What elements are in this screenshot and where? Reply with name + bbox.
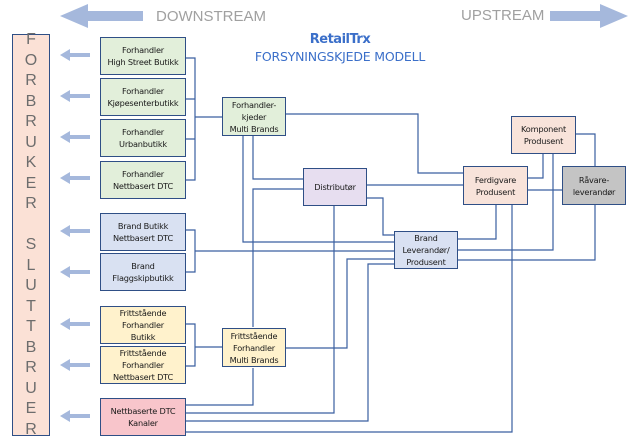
arrow-to-consumer: [60, 225, 90, 237]
node-brand-butikk-nettbasert[interactable]: Brand Butikk Nettbasert DTC: [100, 213, 186, 251]
link-brand-ravare: [457, 205, 596, 261]
link-frittstaende-bracket: [186, 323, 222, 367]
node-brand-leverandor-produsent[interactable]: Brand Leverandør/ Produsent: [394, 231, 458, 269]
node-forhandler-kjopesenter[interactable]: Forhandler Kjøpesenterbutikk: [100, 78, 186, 116]
link-ferdigvare-dtc: [186, 205, 513, 433]
node-forhandler-urban[interactable]: Forhandler Urbanbutikk: [100, 119, 186, 157]
diagram-title: FORSYNINGSKJEDE MODELL: [254, 49, 426, 64]
arrow-to-consumer: [60, 266, 90, 278]
link-kjeder-ferdigvare: [286, 113, 463, 174]
brand-logo: RetailTrx: [309, 32, 371, 47]
downstream-label: DOWNSTREAM: [156, 8, 266, 25]
downstream-arrow: [60, 4, 143, 28]
consumer-end-user-box[interactable]: F O R B R U K E R S L U T T B R U E R: [12, 31, 50, 438]
node-forhandler-nettbasert[interactable]: Forhandler Nettbasert DTC: [100, 161, 186, 199]
link-frittstaende-dtc: [186, 368, 254, 406]
link-brand-ferdigvare: [457, 205, 497, 240]
link-komponent-ravare: [576, 133, 596, 166]
arrow-to-consumer: [60, 359, 90, 371]
arrow-to-consumer: [60, 90, 90, 102]
node-forhandlerkjeder-multi-brands[interactable]: Forhandler- kjeder Multi Brands: [222, 97, 286, 136]
node-distributor[interactable]: Distributør: [303, 168, 367, 206]
node-ravareleverandor[interactable]: Råvare- leverandør: [562, 166, 626, 205]
node-ferdigvare-produsent[interactable]: Ferdigvare Produsent: [463, 166, 528, 205]
link-kjeder-distributor: [252, 135, 303, 180]
link-kjeder-brand: [242, 135, 394, 243]
link-ferdigvare-komponent: [528, 154, 544, 179]
arrow-to-consumer: [60, 131, 90, 143]
node-frittstaende-butikk[interactable]: Frittstående Forhandler Butikk: [100, 306, 186, 344]
link-frittstaende-brand: [285, 258, 394, 349]
link-distributor-dtc: [186, 206, 335, 414]
node-brand-flaggskip[interactable]: Brand Flaggskipbutikk: [100, 253, 186, 291]
node-frittstaende-multi-brands[interactable]: Frittstående Forhandler Multi Brands: [222, 328, 286, 367]
arrow-to-consumer: [60, 172, 90, 184]
upstream-arrow: [550, 4, 628, 28]
link-brand-bracket: [186, 229, 395, 273]
link-distributor-frittstaende: [252, 188, 303, 327]
arrow-to-consumer: [60, 49, 90, 61]
link-distributor-brand: [364, 197, 394, 236]
consumer-label: F O R B R U K E R S L U T T B R U E R: [24, 31, 38, 438]
node-komponent-produsent[interactable]: Komponent Produsent: [511, 116, 576, 154]
node-forhandler-high-street[interactable]: Forhandler High Street Butikk: [100, 37, 186, 75]
upstream-label: UPSTREAM: [461, 7, 545, 24]
link-forhandler-bracket: [186, 57, 222, 181]
link-brand-dtc: [186, 263, 394, 422]
node-frittstaende-nettbasert[interactable]: Frittstående Forhandler Nettbasert DTC: [100, 346, 186, 384]
link-brand-komponent: [457, 154, 554, 251]
arrow-to-consumer: [60, 410, 90, 422]
node-nettbaserte-dtc-kanaler[interactable]: Nettbaserte DTC Kanaler: [100, 398, 186, 436]
arrow-to-consumer: [60, 318, 90, 330]
